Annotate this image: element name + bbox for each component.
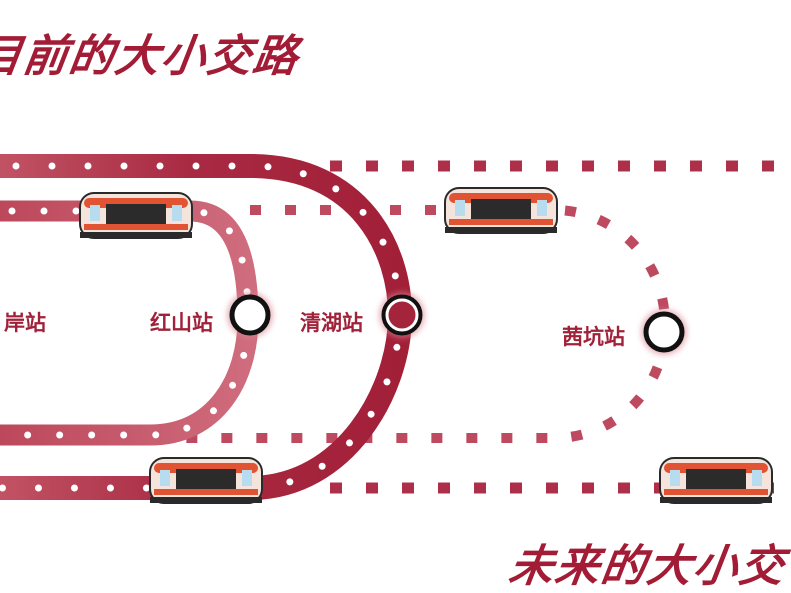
future-routes-heading: 未来的大小交: [505, 541, 789, 592]
train-3: [149, 457, 263, 504]
stations: [227, 292, 687, 355]
station-label-hongshan: 红山站: [150, 311, 213, 335]
metro-train-icon: [79, 192, 193, 239]
station-qinghu-marker: [379, 292, 425, 338]
train-2: [444, 187, 558, 234]
train-4: [659, 457, 773, 504]
station-label-qinghu: 清湖站: [300, 311, 363, 335]
metro-train-icon: [659, 457, 773, 504]
train-1: [79, 192, 193, 239]
station-xikeng-marker: [641, 309, 687, 355]
future-route-dashes: [180, 160, 790, 494]
station-label-xikeng: 茜坑站: [562, 325, 625, 349]
metro-train-icon: [444, 187, 558, 234]
current-routes-heading: 目前的大小交路: [0, 31, 303, 82]
trains: [79, 187, 773, 504]
metro-train-icon: [149, 457, 263, 504]
station-label-an: 岸站: [4, 311, 46, 335]
station-hongshan-marker: [227, 292, 273, 338]
